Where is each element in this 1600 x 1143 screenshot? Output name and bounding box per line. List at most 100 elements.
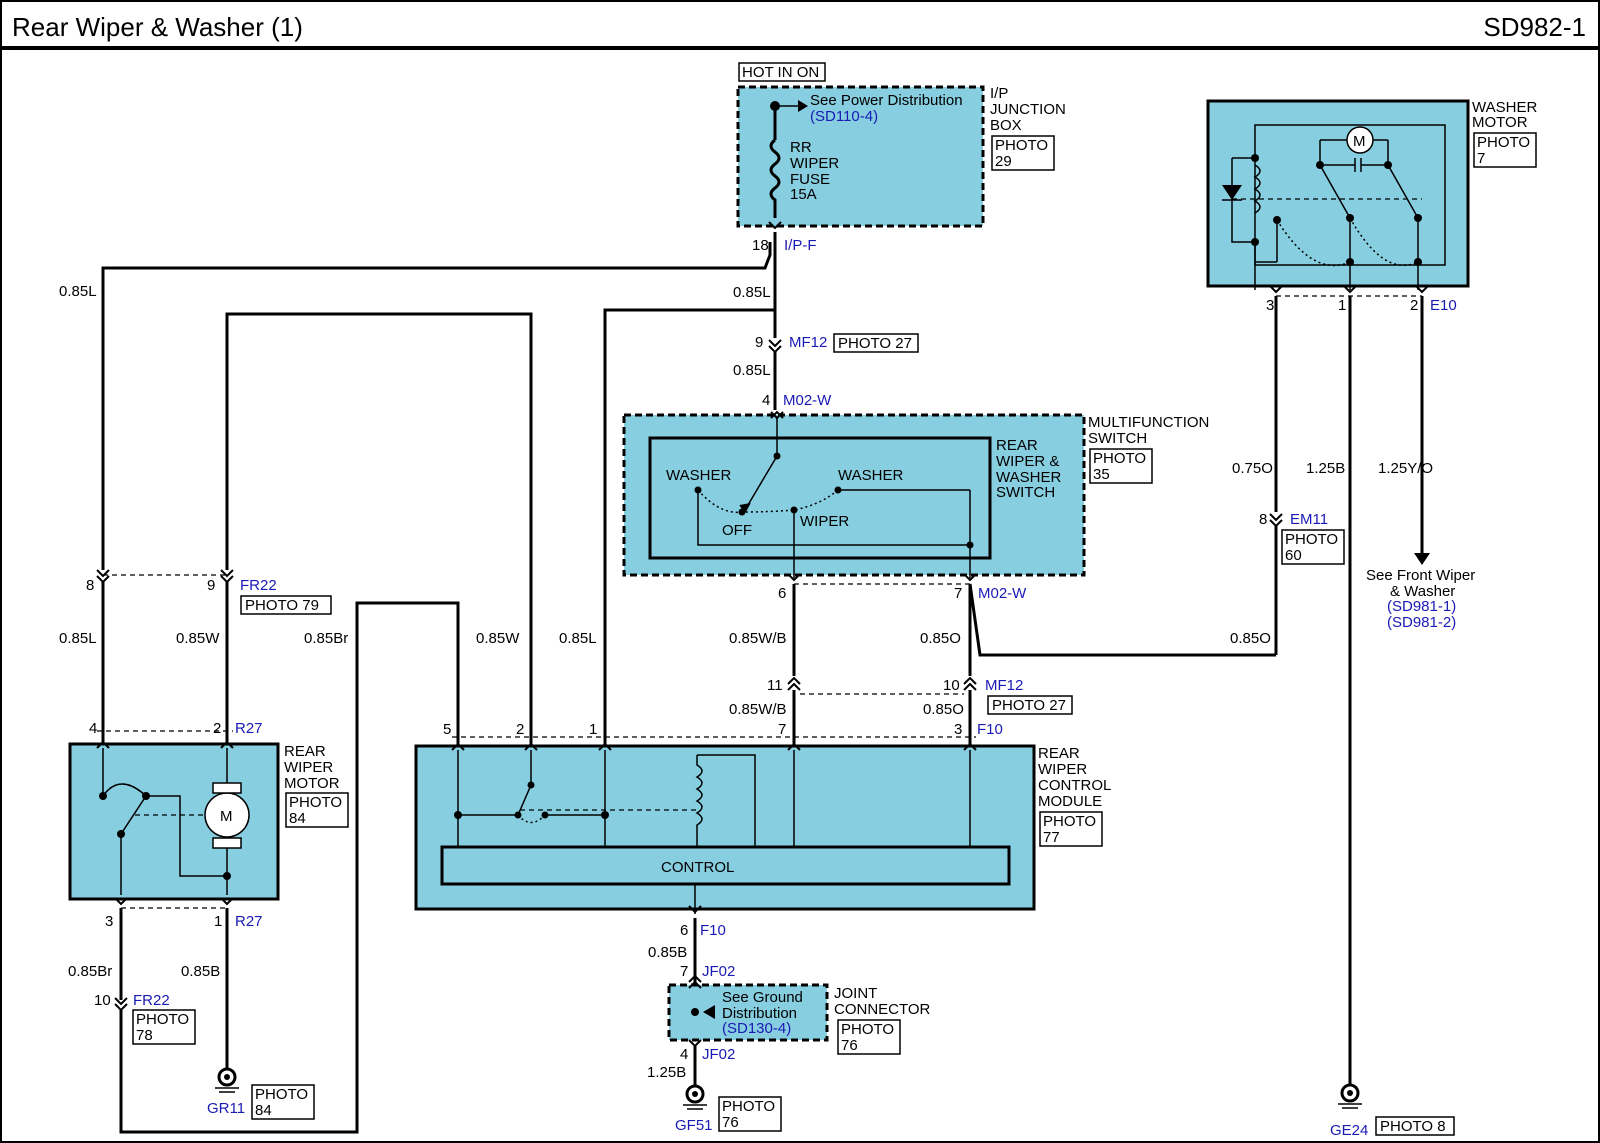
rear-motor-bot-conn: R27 [235,913,263,930]
mfs-washer-left: WASHER [666,467,731,484]
ge24-name: GE24 [1330,1122,1368,1139]
module-photo-2: 77 [1043,829,1060,846]
gf51-photo-2: 76 [722,1114,739,1131]
em11-photo-1: PHOTO [1285,531,1338,548]
wire-085O-c: 0.85O [1230,630,1271,647]
front-ref-sd981-2: (SD981-2) [1387,614,1456,631]
ipjb-see: See Power Distribution [810,92,963,109]
front-ref-arrow-icon [1414,553,1430,565]
washer-motor-name-2: MOTOR [1472,114,1528,131]
ground-gr11-icon [215,1067,239,1093]
ipjb-name-1: I/P [990,85,1008,102]
washer-motor-pin-1: 1 [1338,297,1346,314]
ipjb-photo-2: 29 [995,153,1012,170]
rear-motor-top-pin-4: 4 [89,720,97,737]
wire-125B-gnd: 1.25B [647,1064,686,1081]
wire-085Br-b: 0.85Br [68,963,112,980]
module-photo-1: PHOTO [1043,813,1096,830]
jf02-top-pin: 7 [680,963,688,980]
gr11-name: GR11 [207,1100,245,1117]
mf12-top-photo: PHOTO 27 [838,335,912,352]
wire-085L-b: 0.85L [559,630,597,647]
washer-motor-photo-1: PHOTO [1477,134,1530,151]
em11-pin: 8 [1259,511,1267,528]
jc-see-1: See Ground [722,989,803,1006]
module-top-conn: F10 [977,721,1003,738]
module-name-3: CONTROL [1038,777,1111,794]
jc-photo-1: PHOTO [841,1021,894,1038]
control-block [440,845,1011,886]
multifunction-switch-box [622,413,1086,577]
rear-motor-bot-pin-1: 1 [214,913,222,930]
fr22-low-photo-2: 78 [136,1027,153,1044]
mfs-name-1: MULTIFUNCTION [1088,414,1209,431]
mfs-photo-1: PHOTO [1093,450,1146,467]
ge24-photo: PHOTO 8 [1380,1118,1446,1135]
mfs-in-conn: M02-W [783,392,832,409]
ground-ref-arrow-icon [703,1005,715,1019]
module-bot-conn: F10 [700,922,726,939]
mf12-mid-pin-10: 10 [943,677,960,694]
gr11-photo-1: PHOTO [255,1086,308,1103]
jc-photo-2: 76 [841,1037,858,1054]
module-top-pin-1: 1 [589,721,597,738]
wire-085L-left: 0.85L [59,283,97,300]
rear-motor-m: M [220,808,233,825]
mfs-inner-4: SWITCH [996,484,1055,501]
rear-motor-name-1: REAR [284,743,326,760]
wire-085O-a: 0.85O [920,630,961,647]
mfs-out-pin-7: 7 [954,585,962,602]
wire-085L-mid: 0.85L [733,362,771,379]
front-ref-sd981-1: (SD981-1) [1387,598,1456,615]
wire-085WB-a: 0.85W/B [729,630,787,647]
wire-085Br: 0.85Br [304,630,348,647]
front-ref-2: & Washer [1390,583,1455,600]
jf02-bot-conn: JF02 [702,1046,735,1063]
module-bot-pin: 6 [680,922,688,939]
module-name-4: MODULE [1038,793,1102,810]
wire-125YO: 1.25Y/O [1378,460,1433,477]
mfs-out-conn: M02-W [978,585,1027,602]
rear-motor-photo-2: 84 [289,810,306,827]
module-top-pin-2: 2 [516,721,524,738]
jc-see-2: Distribution [722,1005,797,1022]
jc-name-1: JOINT [834,985,877,1002]
jf02-bot-pin: 4 [680,1046,688,1063]
washer-motor-pin-2: 2 [1410,297,1418,314]
wire-075O: 0.75O [1232,460,1273,477]
rear-motor-top-pin-2: 2 [213,720,221,737]
power-arrow-icon [798,100,808,112]
jc-name-2: CONNECTOR [834,1001,931,1018]
mfs-inner-1: REAR [996,437,1038,454]
fr22-photo: PHOTO 79 [245,597,319,614]
ground-ge24-icon [1338,1083,1362,1109]
hot-label-box [738,62,826,82]
fr22-low-pin: 10 [94,992,111,1009]
fr22-low-photo-1: PHOTO [136,1011,189,1028]
fr22-low-conn: FR22 [133,992,170,1009]
fuse-label-2: WIPER [790,155,839,172]
mfs-photo-2: 35 [1093,466,1110,483]
fr22-conn: FR22 [240,577,277,594]
wire-085B: 0.85B [181,963,220,980]
ipjb-pin: 18 [752,237,769,254]
module-name-2: WIPER [1038,761,1087,778]
page-title: Rear Wiper & Washer (1) [12,12,303,42]
mf12-top-conn: MF12 [789,334,827,351]
mf12-mid-photo: PHOTO 27 [992,697,1066,714]
wire-085WB-b: 0.85W/B [729,701,787,718]
washer-motor-conn: E10 [1430,297,1457,314]
rear-motor-top-conn: R27 [235,720,263,737]
control-label: CONTROL [661,859,734,876]
rear-motor-bot-pin-3: 3 [105,913,113,930]
ground-gf51-icon [683,1084,707,1110]
fr22-pin-9: 9 [207,577,215,594]
mf12-mid-conn: MF12 [985,677,1023,694]
wire-085B-jc: 0.85B [648,944,687,961]
jc-see-ref: (SD130-4) [722,1020,791,1037]
ipjb-conn: I/P-F [784,237,817,254]
page-header: Rear Wiper & Washer (1) SD982-1 [0,0,1600,50]
gf51-name: GF51 [675,1117,713,1134]
rear-motor-name-3: MOTOR [284,775,340,792]
